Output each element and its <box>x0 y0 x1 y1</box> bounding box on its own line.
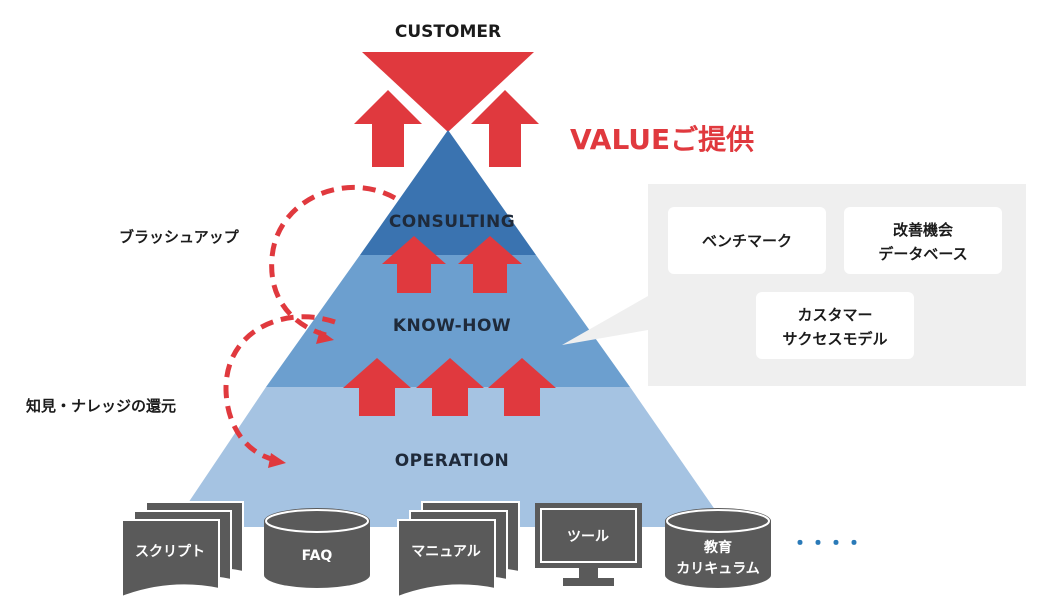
dashed-curved-arrow-icon <box>269 185 397 338</box>
knowhow-card <box>668 207 826 274</box>
up-arrow-icon <box>488 358 556 416</box>
knowhow-card-text: データベース <box>878 245 967 263</box>
value-label: VALUEご提供 <box>570 123 754 156</box>
asset-curriculum: 教育 カリキュラム <box>665 508 771 588</box>
brushup-label: ブラッシュアップ <box>119 228 240 246</box>
asset-curriculum-label: カリキュラム <box>676 561 760 577</box>
knowhow-card <box>756 292 914 359</box>
database-icon <box>264 508 370 588</box>
knowhow-card <box>844 207 1002 274</box>
asset-manual-label: マニュアル <box>411 544 481 560</box>
document-stack-icon <box>397 501 520 599</box>
asset-script-label: スクリプト <box>135 544 205 560</box>
dashed-arrow-head <box>316 330 334 344</box>
asset-faq: FAQ <box>264 508 370 588</box>
database-icon <box>665 508 771 588</box>
knowhow-card-text: 改善機会 <box>893 221 953 239</box>
asset-curriculum-label: 教育 <box>704 539 732 556</box>
knowhow-card-text: ベンチマーク <box>702 232 792 250</box>
funnel-icon <box>362 52 534 132</box>
dashed-arrow-head <box>268 453 286 468</box>
up-arrow-icon <box>343 358 411 416</box>
customer-label: CUSTOMER <box>395 22 501 42</box>
dashed-curved-arrow-icon <box>223 314 336 463</box>
document-stack-icon <box>121 501 244 599</box>
layer-operation-label: OPERATION <box>395 451 510 471</box>
up-arrow-icon <box>471 90 539 167</box>
layer-consulting-label: CONSULTING <box>389 212 515 232</box>
up-arrow-icon <box>416 358 484 416</box>
asset-faq-label: FAQ <box>302 548 333 564</box>
knowhow-card-text: カスタマー <box>797 306 872 324</box>
layer-operation <box>172 387 727 527</box>
up-arrow-icon <box>354 90 422 167</box>
layer-consulting <box>360 130 536 255</box>
monitor-icon <box>535 503 642 586</box>
up-arrow-icon <box>458 236 522 293</box>
asset-tool-label: ツール <box>567 529 609 545</box>
layer-knowhow-label: KNOW-HOW <box>393 316 511 336</box>
asset-manual: マニュアル <box>397 501 520 599</box>
feedback-label: 知見・ナレッジの還元 <box>26 397 176 415</box>
more-dots: ・・・・ <box>790 531 862 555</box>
asset-tool: ツール <box>535 503 642 586</box>
layer-knowhow <box>266 255 630 387</box>
asset-script: スクリプト <box>121 501 244 599</box>
knowhow-card-text: サクセスモデル <box>782 330 887 348</box>
up-arrow-icon <box>382 236 446 293</box>
